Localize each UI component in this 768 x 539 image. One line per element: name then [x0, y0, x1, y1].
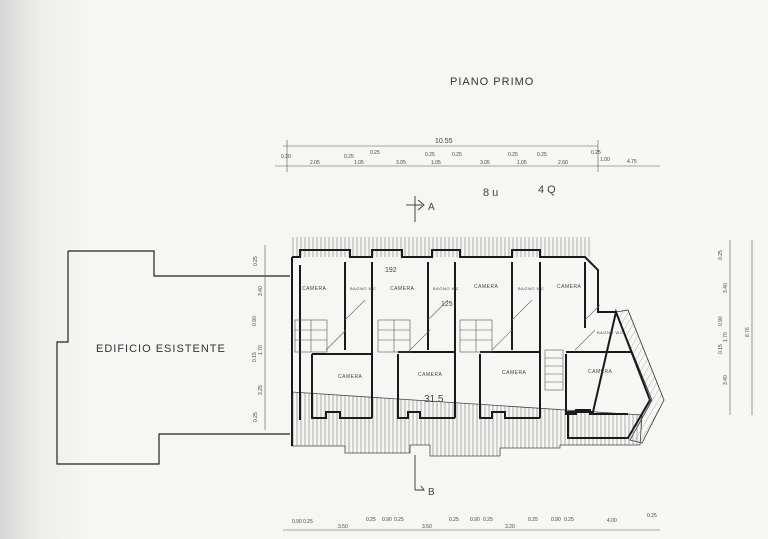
dimension-label: 0.15: [718, 344, 724, 354]
room-labels: CAMERA BAGNO WC CAMERA BAGNO WC CAMERA B…: [302, 284, 623, 380]
room-label: CAMERA: [588, 369, 613, 375]
dimension-label: 0.90: [252, 316, 258, 326]
dimension-label: 1.00: [600, 157, 610, 163]
dimension-label: 0.90: [470, 517, 480, 523]
handwritten-note: 4 Q: [538, 184, 556, 196]
balcony-top-hatch: [290, 237, 590, 257]
dimension-label: 3.40: [723, 283, 729, 293]
top-dimension-lines: [275, 140, 660, 172]
handwritten-note: 192: [385, 267, 397, 274]
dimension-label: 0.30: [281, 154, 291, 160]
left-dimension-labels: 0.25 3.40 0.90 1.70 0.15 3.25 0.25: [252, 256, 264, 422]
terrace-bottom-hatch: [291, 391, 643, 457]
dimension-label: 1.70: [258, 345, 264, 355]
dimension-label: 3.40: [723, 375, 729, 385]
room-label: CAMERA: [474, 284, 499, 290]
top-overall-dimension: 10.55: [435, 138, 453, 145]
dimension-label: 1.70: [723, 332, 729, 342]
room-label: CAMERA: [502, 370, 527, 376]
dimension-label: 0.15: [252, 352, 258, 362]
dimension-label: 4.75: [627, 159, 637, 165]
dimension-label: 0.25: [528, 517, 538, 523]
dimension-label: 1.05: [354, 160, 364, 166]
handwritten-note: 8 u: [483, 187, 498, 199]
dimension-label: 0.90: [551, 517, 561, 523]
dimension-label: 0.25: [537, 152, 547, 158]
dimension-label: 2.60: [558, 160, 568, 166]
handwritten-note: 31.5: [424, 394, 444, 405]
dimension-label: 3.50: [422, 524, 432, 530]
dimension-label: 0.25: [370, 150, 380, 156]
dimension-label: 0.25: [366, 517, 376, 523]
dimension-label: 1.05: [517, 160, 527, 166]
dimension-label: 0.90: [718, 316, 724, 326]
dimension-label: 0.25: [449, 517, 459, 523]
room-label: CAMERA: [390, 286, 415, 292]
door-swings: [325, 299, 601, 351]
section-marker-a: A: [428, 202, 435, 213]
dimension-label: 0.25: [508, 152, 518, 158]
room-label: CAMERA: [302, 286, 327, 292]
dimension-label: 0.25: [303, 519, 313, 525]
dimension-label: 8.76: [745, 327, 751, 337]
bottom-dimension-labels: 0.90 0.25 3.50 0.25 0.90 0.25 3.50 0.25 …: [292, 513, 657, 530]
dimension-label: 3.05: [480, 160, 490, 166]
dimension-label: 0.90: [292, 519, 302, 525]
dimension-label: 0.25: [483, 517, 493, 523]
handwritten-note: 125: [441, 301, 453, 308]
dimension-label: 3.40: [258, 286, 264, 296]
room-label: CAMERA: [557, 284, 582, 290]
stairs: [294, 319, 564, 391]
room-label: BAGNO WC: [433, 286, 459, 291]
drawing-title: PIANO PRIMO: [450, 76, 535, 88]
balcony-right-hatch: [615, 309, 665, 444]
dimension-label: 0.25: [564, 517, 574, 523]
dimension-label: 0.25: [452, 152, 462, 158]
dimension-label: 0.25: [394, 517, 404, 523]
room-label: BAGNO WC: [597, 330, 623, 335]
section-marker-b: B: [428, 487, 435, 498]
room-label: BAGNO WC: [350, 286, 376, 291]
dimension-label: 3.20: [505, 524, 515, 530]
room-label: BAGNO WC: [518, 286, 544, 291]
dimension-label: 0.25: [344, 154, 354, 160]
dimension-label: 4.00: [607, 518, 617, 524]
dimension-label: 0.25: [647, 513, 657, 519]
dimension-label: 0.25: [718, 250, 724, 260]
dimension-label: 0.25: [253, 412, 259, 422]
room-label: CAMERA: [338, 374, 363, 380]
existing-building-outline: [56, 250, 290, 465]
existing-building-label: EDIFICIO ESISTENTE: [96, 343, 226, 355]
dimension-label: 0.90: [382, 517, 392, 523]
dimension-label: 3.50: [338, 524, 348, 530]
room-label: CAMERA: [418, 372, 443, 378]
section-line-a-b: [406, 196, 425, 491]
dimension-label: 3.05: [396, 160, 406, 166]
dimension-label: 0.25: [253, 256, 259, 266]
top-dimension-labels: 0.30 2.05 0.25 1.05 0.25 3.05 0.25 1.05 …: [281, 150, 637, 166]
right-dimension-labels: 0.25 3.40 0.90 1.70 0.15 3.40 8.76: [718, 250, 751, 385]
building-walls: [291, 249, 652, 446]
dimension-label: 0.25: [591, 150, 601, 156]
dimension-label: 0.25: [425, 152, 435, 158]
dimension-label: 3.25: [258, 385, 264, 395]
dimension-label: 2.05: [310, 160, 320, 166]
dimension-label: 1.05: [431, 160, 441, 166]
